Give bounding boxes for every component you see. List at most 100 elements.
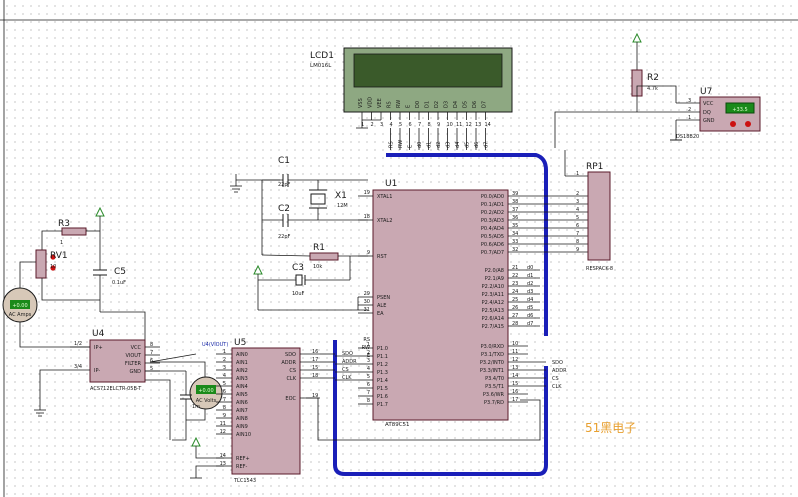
mcu-pin-number: 16 [512,389,518,395]
voltmeter-display: +0.00 [198,388,213,394]
mcu-p0-pin: P0.6/AD6 [481,242,504,248]
mcu-ref: U1 [385,179,397,189]
p3-net-clk: CLK [552,384,562,390]
rp1-pin-number: 1 [576,171,579,177]
c3-ref: C3 [292,263,304,273]
mcu-p3-pin: P3.3/INT1 [480,368,504,374]
mcu-pin-number: 5 [367,374,370,380]
mcu-p3-pin: P3.2/INT0 [480,360,504,366]
u4-model: ACS712ELCTR-05B-T [90,386,142,392]
adc-pin-number: 16 [312,349,318,355]
lcd-pin-number: 7 [418,122,421,128]
mcu-pin-number: 17 [512,397,518,403]
c2-ref: C2 [278,204,290,214]
data-bus-bottom [333,340,548,476]
adc-pin-ain0: AIN0 [236,352,248,358]
rp1-model: RESPACK-8 [586,266,613,272]
mcu-pin-number: 22 [512,273,518,279]
mcu-pin-number: 15 [512,381,518,387]
mcu-pin-p10: P1.0 [377,346,388,352]
u4-pin-number: 3/4 [74,364,82,370]
lcd-pin-vdd: VDD [368,97,374,108]
mcu-p0-pin: P0.4/AD4 [481,226,504,232]
mcu-pin-psen: PSEN [377,295,390,301]
c1-ref: C1 [278,156,290,166]
mcu-pin-number: 1 [367,342,370,348]
mcu-p0-pin: P0.3/AD3 [481,218,504,224]
mcu-p2-pin: P2.2/A10 [482,284,504,290]
mcu-pin-number: 37 [512,207,518,213]
adc-pin-ain8: AIN8 [236,416,248,422]
adc-pin-number: 18 [312,373,318,379]
adc-pin-number: 7 [223,397,226,403]
mcu-net-rw: RW [362,345,370,351]
mcu-pin-number: 26 [512,305,518,311]
p3-net-sdo: SDO [552,360,563,366]
adc-pin-number: 12 [220,429,226,435]
u4-pin-ip: IP- [94,368,100,374]
mcu-net-rs: RS [363,337,370,343]
r1-value: 10k [313,264,322,270]
lcd-net-E: E [408,145,414,148]
mcu-pin-number: 14 [512,373,518,379]
mcu-p2-pin: P2.0/A8 [485,268,504,274]
lcd-net-d0: d0 [417,142,423,148]
adc-pin-ref: REF+ [236,456,250,462]
adc-pin-ain9: AIN9 [236,424,248,430]
lcd-pin-number: 3 [380,122,383,128]
mcu-left-pins: 19XTAL118XTAL29RST29PSEN30ALE31EA1P1.02P… [357,190,392,408]
adc-pin-number: 15 [312,365,318,371]
p3-net-addr: ADDR [552,368,567,374]
lcd-pin-number: 9 [437,122,440,128]
lcd-pin-d2: D2 [434,101,440,108]
sensor-pin-dq: DQ [703,110,711,116]
sensor-ref: U7 [700,87,712,97]
rp1-pin-number: 6 [576,223,579,229]
adc-pin-number: 17 [312,357,318,363]
rp1-pin-number: 9 [576,247,579,253]
mcu-p2-pin: P2.5/A13 [482,308,504,314]
adc-pin-addr: ADDR [281,360,296,366]
u4-pin-number: 5 [150,366,153,372]
lcd-pin-number: 11 [456,122,462,128]
c3-value: 10uF [292,291,305,297]
rp1-pin-number: 5 [576,215,579,221]
mcu-pin-ale: ALE [377,303,386,309]
mcu-p0-pin: P0.0/AD0 [481,194,504,200]
watermark-text: 51黑电子 [585,421,636,435]
lcd-pin-number: 14 [485,122,491,128]
mcu-p3-pin: P3.6/WR [483,392,505,398]
mcu-pin-number: 32 [512,247,518,253]
r3-ref: R3 [58,219,70,229]
p3-net-labels: SDO ADDR CS CLK [528,360,567,390]
c5-ref: C5 [114,267,126,277]
lcd-pin-number: 13 [475,122,481,128]
adc-pin-number: 3 [223,365,226,371]
r2-value: 4.7k [647,86,658,92]
mcu-pin-number: 36 [512,215,518,221]
sensor-pin-gnd: GND [703,118,715,124]
u4-pin-gnd: GND [130,369,142,375]
mcu-pin-number: 9 [367,250,370,256]
mcu-pin-number: 4 [367,366,370,372]
mcu-pin-number: 33 [512,239,518,245]
lcd-pin-d6: D6 [472,101,478,108]
mcu-pin-number: 25 [512,297,518,303]
u4-pin-vcc: VCC [131,345,142,351]
c5-value: 0.1uF [112,280,126,286]
adc-pin-ain3: AIN3 [236,376,248,382]
adc-ref: U5 [234,338,246,348]
crystal-value: 12M [337,203,348,209]
lcd-net-d5: d5 [465,142,471,148]
ammeter-display: +0.00 [12,303,27,309]
mcu-pin-rst: RST [377,254,388,260]
p3-net-cs: CS [552,376,559,382]
adc-pin-number: 11 [220,421,226,427]
mcu-pin-number: 27 [512,313,518,319]
